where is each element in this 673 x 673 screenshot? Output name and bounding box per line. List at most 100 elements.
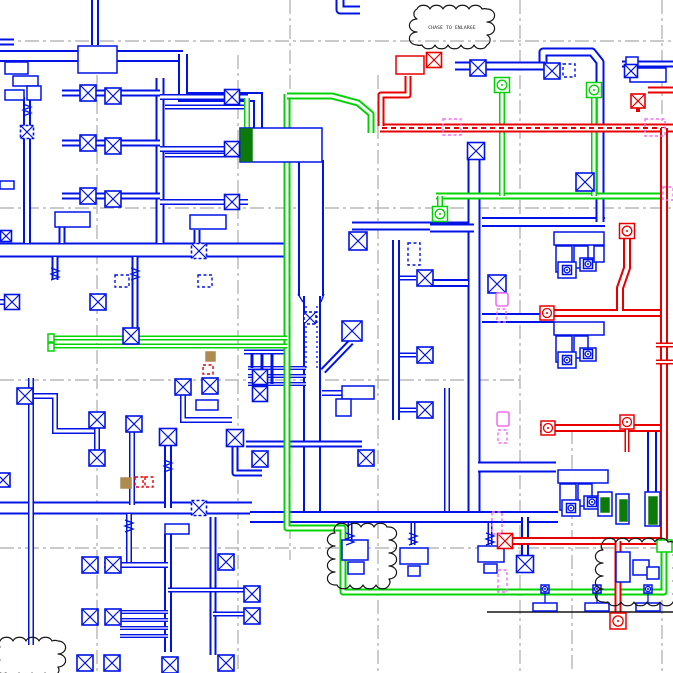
diffuser-x-mark [0,230,12,242]
hidden-item-dashed [202,364,214,375]
revision-cloud [326,522,398,590]
equipment-block [477,545,505,563]
diffuser-center-dot [593,89,595,91]
diffuser-round [621,416,633,428]
diffuser-x-mark [0,472,11,484]
diffuser-center-dot [570,507,572,509]
flex-connector [49,267,61,281]
diffuser-x-mark [426,52,442,68]
diffuser-x-mark [4,294,20,310]
duct-run-core [287,94,373,133]
equipment-block [164,523,190,535]
detail-line [297,293,304,303]
diffuser-x-mark [224,194,240,210]
diffuser-x-mark [104,87,122,105]
diffuser-x-mark [104,556,122,574]
flex-connector [407,532,419,546]
diffuser-x-mark [497,533,513,549]
diffuser-x-mark [487,274,507,294]
diffuser-x-mark [575,172,595,192]
damper-block [240,128,253,162]
detail-line [320,293,325,303]
diffuser-round [434,208,446,220]
diffuser-round [621,225,633,237]
flex-connector [129,267,141,281]
diffuser-x-mark [224,141,240,157]
diffuser-x-mark [191,243,207,259]
equipment-block [656,539,673,553]
equipment-block [77,45,118,74]
duct-run-core [618,238,629,311]
diffuser-x-mark [469,59,487,77]
diffuser-center-dot [501,84,503,86]
flex-connector [344,532,356,546]
duct-run-core [233,446,262,475]
damper-block [619,499,628,522]
diffuser-x-mark [467,142,485,160]
diffuser-center-dot [439,213,441,215]
revision-cloud [0,636,67,673]
hidden-item-dashed [197,274,213,288]
equipment-block [584,602,610,612]
equipment-block [12,75,39,87]
diffuser-x-mark [217,553,235,571]
equipment-block [341,539,369,561]
diffuser-x-mark [252,386,268,402]
duct-run-core [337,0,360,13]
diffuser-center-dot [591,501,593,503]
hidden-item-dashed [497,569,508,593]
diffuser-round [584,350,592,358]
diffuser-x-mark [161,656,179,673]
diffuser-center-dot [566,359,568,361]
diffuser-x-mark [243,585,261,603]
diffuser-center-dot [546,312,548,314]
equipment-block [4,89,25,101]
equipment-block [189,214,227,230]
diffuser-x-mark [125,415,143,433]
equipment-block [0,180,15,190]
diffuser-center-dot [626,421,628,423]
duct-run-core [379,76,410,126]
diffuser-center-dot [566,269,568,271]
future-item-pink [496,411,510,427]
hidden-item-dashed [114,274,130,288]
hidden-item-dashed [562,63,576,78]
equipment-block [54,211,91,228]
equipment-block [239,127,323,163]
revision-cloud-label: CHASE TO ENLARGE [428,25,475,31]
diffuser-x-mark [104,190,122,208]
diffuser-round [542,422,554,434]
diffuser-round [496,79,508,91]
diffuser-x-mark [76,654,94,672]
duct-run-core [33,394,95,433]
equipment-block [557,469,609,484]
equipment-block [347,561,365,575]
diffuser-x-mark [416,401,434,419]
equipment-block [195,399,219,411]
equipment-block [615,551,631,583]
diffuser-x-mark [81,556,99,574]
diffuser-x-mark [251,450,269,468]
diffuser-x-mark [630,93,646,109]
diffuser-x-mark [201,377,219,395]
hidden-item-dashed [134,476,144,488]
diffuser-center-dot [587,263,589,265]
diffuser-x-mark [79,134,97,152]
diffuser-x-mark [226,429,244,447]
flex-connector [484,532,496,546]
diffuser-x-mark [191,500,207,516]
equipment-block [646,566,660,580]
diffuser-x-mark [543,62,561,80]
diffuser-round [584,260,592,268]
future-item-pink [495,292,509,307]
diffuser-x-mark [159,428,177,446]
duct-run-core [181,395,232,422]
diffuser-x-mark [348,231,368,251]
revision-cloud [408,4,496,50]
hidden-item-dashed [144,476,154,488]
diffuser-x-mark [243,607,261,625]
flex-connector [162,459,174,473]
diffuser-x-mark [252,369,268,385]
diffuser-x-mark [20,125,34,139]
